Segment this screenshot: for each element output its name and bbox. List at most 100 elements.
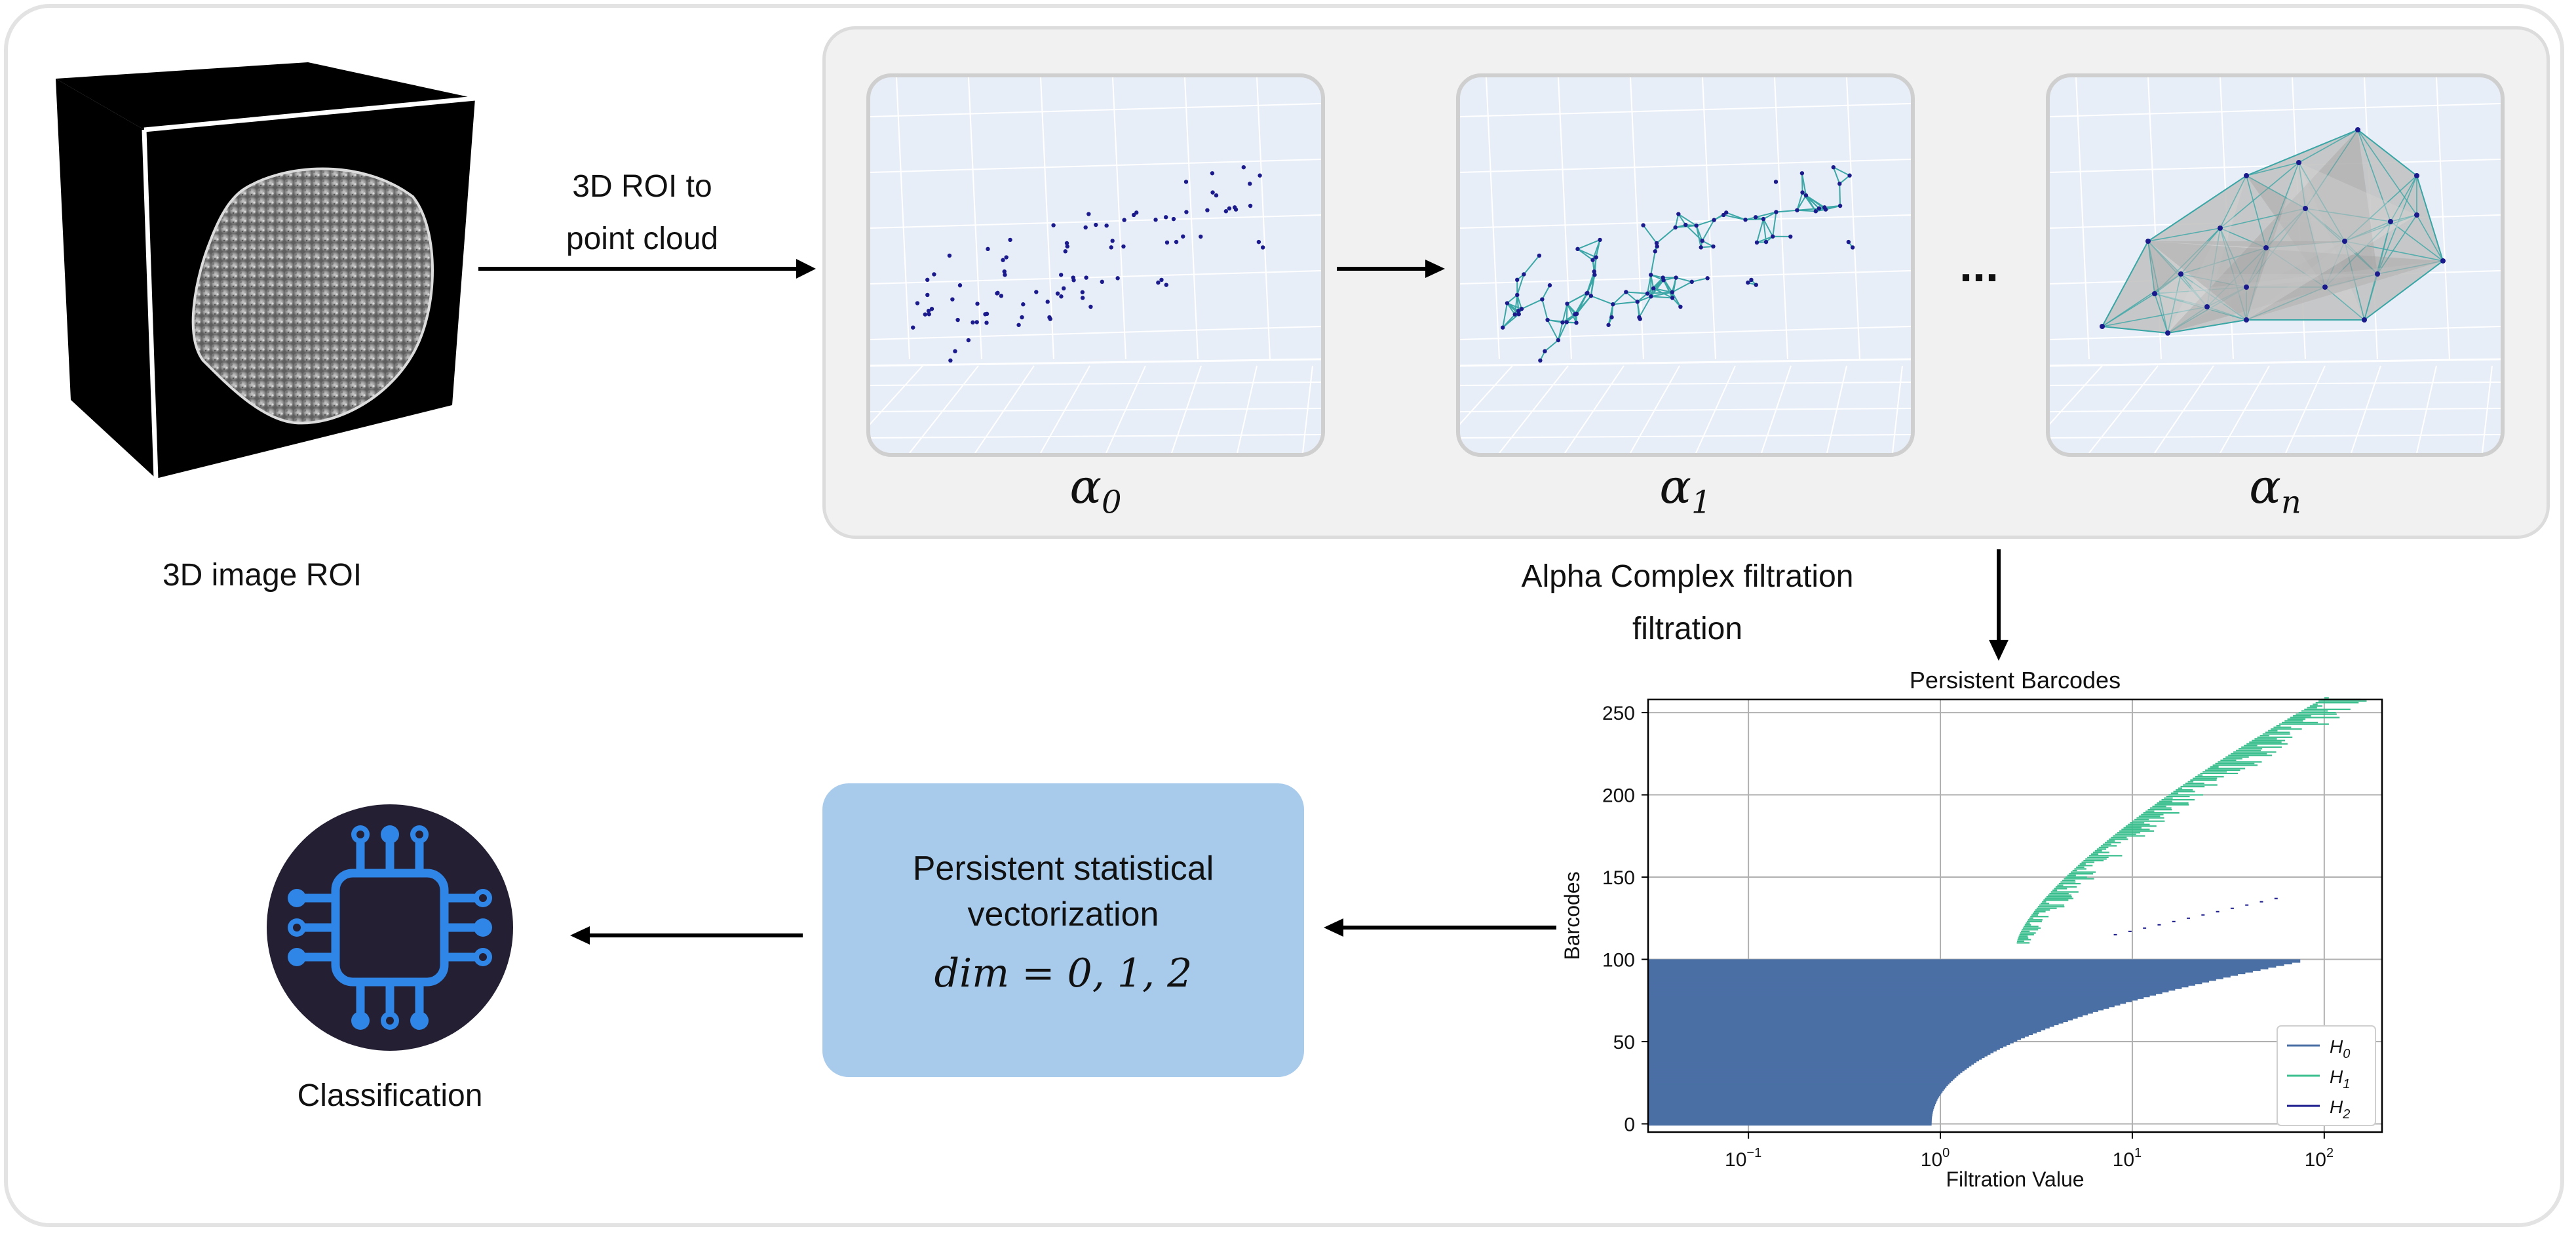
3d-cube-icon [56, 62, 476, 479]
complex-edge [1763, 218, 1774, 237]
complex-edge [2265, 247, 2326, 288]
complex-edge [2344, 241, 2365, 321]
complex-edge [2154, 293, 2247, 321]
cloud-point [1233, 207, 1239, 212]
chart-legend: H0 H1 H2 [2277, 1025, 2376, 1126]
complex-edge [1833, 167, 1851, 176]
x-tick-label: 102 [2305, 1146, 2334, 1171]
cloud-point [1655, 244, 1659, 249]
complex-edge [1797, 208, 1820, 211]
complex-face [2299, 163, 2364, 320]
complex-edge [1613, 301, 1638, 305]
cloud-point [1641, 223, 1645, 227]
alpha-filtration-label-line2: filtration [1632, 612, 1743, 646]
complex-edge [2357, 129, 2391, 222]
cloud-point [1683, 222, 1688, 227]
complex-edge [1612, 291, 1626, 305]
complex-edge [2147, 241, 2155, 294]
cloud-point [2218, 225, 2223, 231]
complex-edge [2364, 273, 2378, 321]
cloud-point [1241, 165, 1246, 170]
complex-edge [2246, 162, 2299, 176]
cloud-point [932, 272, 936, 277]
complex-edge [1544, 340, 1559, 352]
roi-to-cloud-label-line2: point cloud [566, 222, 719, 256]
complex-edge [2298, 162, 2306, 209]
complex-edge [1562, 304, 1568, 323]
complex-edge [2298, 162, 2345, 242]
cloud-point [1086, 212, 1091, 216]
complex-face [2168, 176, 2246, 333]
cloud-point [984, 311, 990, 317]
cloud-point [1164, 283, 1168, 287]
cloud-point [1034, 290, 1039, 294]
complex-edge [1595, 239, 1601, 258]
cloud-point [1837, 182, 1842, 186]
cloud-point [1574, 321, 1579, 325]
cloud-point [1210, 190, 1215, 195]
cloud-point [986, 246, 990, 252]
cloud-point [1754, 283, 1758, 287]
roi-to-cloud-label-line1: 3D ROI to [572, 169, 712, 204]
complex-edge [2180, 227, 2221, 275]
complex-edge [1547, 319, 1563, 323]
complex-edge [1674, 214, 1680, 228]
cloud-point [1084, 275, 1088, 280]
complex-edge [2377, 221, 2391, 275]
complex-edge [1626, 291, 1648, 294]
cloud-point [1058, 273, 1064, 277]
cloud-point [1004, 255, 1009, 260]
alpha-filtration-label-line1: Alpha Complex filtration [1521, 559, 1854, 594]
complex-edge [2102, 326, 2168, 334]
complex-edge [1642, 224, 1657, 244]
complex-edge [2390, 221, 2444, 262]
complex-edge [2265, 162, 2299, 248]
image-roi-label: 3D image ROI [162, 558, 362, 593]
cloud-point [1051, 223, 1056, 227]
complex-edge [2298, 129, 2358, 163]
arrow-roi-to-cloud [478, 259, 816, 279]
cloud-point [1654, 241, 1659, 246]
cloud-point [1588, 294, 1594, 298]
x-tick-label: 100 [1921, 1146, 1950, 1171]
complex-edge [2154, 227, 2221, 294]
complex-edge [2364, 260, 2444, 321]
complex-edge [2180, 273, 2247, 288]
complex-face [2246, 163, 2417, 320]
complex-edge [2416, 175, 2444, 262]
cloud-point [1763, 239, 1769, 245]
cloud-point [911, 325, 915, 330]
cloud-point [1721, 212, 1726, 218]
complex-edge [1647, 275, 1652, 294]
cloud-point [1670, 290, 1675, 294]
complex-face [2181, 274, 2377, 287]
chart-title: Persistent Barcodes [1910, 667, 2121, 694]
cloud-point [1585, 290, 1590, 296]
cloud-point [1847, 173, 1852, 178]
cloud-point [1110, 239, 1115, 243]
complex-edge [2377, 260, 2444, 275]
complex-edge [1696, 219, 1714, 227]
cloud-point [1519, 307, 1524, 311]
complex-edge [1637, 296, 1651, 303]
cloud-point [1799, 171, 1805, 176]
alpha-0-label: α0 [1069, 459, 1122, 521]
cloud-point [1045, 300, 1050, 304]
chart-axes-frame [1647, 698, 2383, 1133]
cloud-point [1104, 223, 1109, 228]
complex-edge [1678, 213, 1697, 227]
cloud-point [974, 320, 979, 324]
complex-edge [2220, 208, 2306, 229]
complex-edge [2390, 175, 2417, 222]
cloud-point [1134, 210, 1139, 215]
cloud-point [2414, 173, 2419, 178]
cloud-point [1712, 218, 1716, 222]
cloud-point [2355, 127, 2360, 132]
cloud-point [1590, 258, 1595, 262]
cloud-point [925, 292, 930, 298]
complex-edge [2377, 214, 2417, 275]
complex-edge [1723, 214, 1746, 221]
complex-edge [2167, 273, 2182, 334]
cloud-point [984, 321, 989, 325]
x-tick-label: 101 [2113, 1146, 2142, 1171]
